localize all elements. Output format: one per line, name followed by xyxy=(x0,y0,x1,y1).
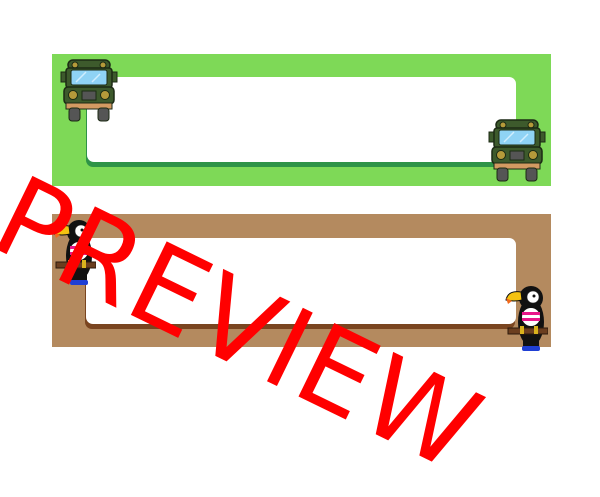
name-writing-area xyxy=(87,77,516,162)
toucan-label-card xyxy=(52,214,551,347)
truck-label-card xyxy=(52,54,551,186)
name-writing-area xyxy=(86,238,516,324)
military-truck-icon xyxy=(60,58,118,122)
toucan-icon xyxy=(52,218,96,288)
toucan-icon xyxy=(504,284,548,354)
military-truck-icon xyxy=(488,118,546,182)
